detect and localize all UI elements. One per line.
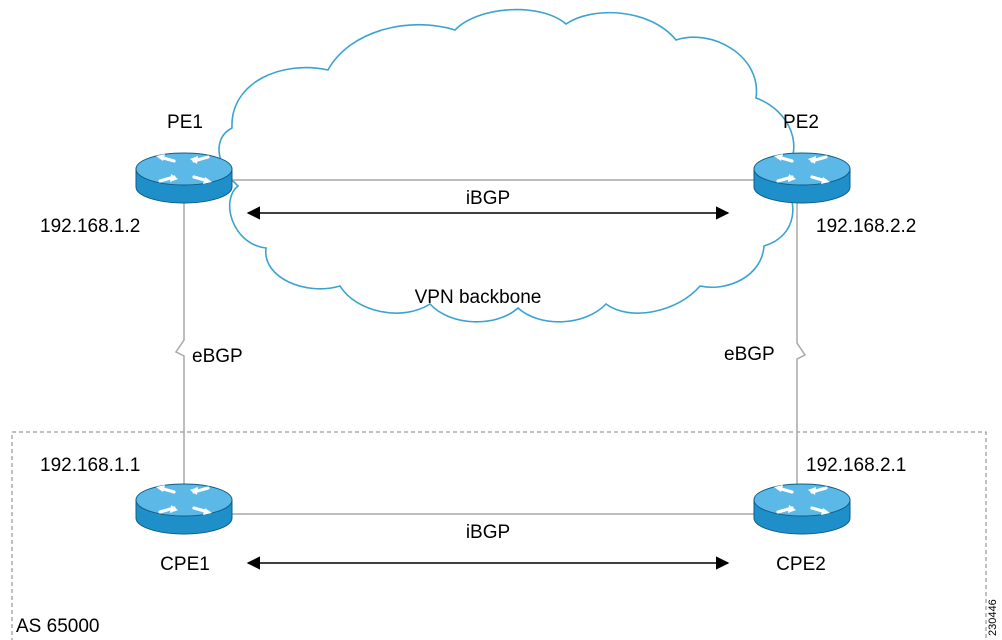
cpe2-name: CPE2	[776, 554, 826, 575]
cpe2-router-icon	[752, 482, 852, 536]
cpe1-name: CPE1	[160, 554, 210, 575]
figure-id: 230446	[987, 599, 999, 636]
cpe2-ip: 192.168.2.1	[806, 455, 906, 476]
vpn-backbone-cloud	[218, 8, 795, 323]
backbone-ibgp-label: iBGP	[466, 188, 510, 209]
as-label: AS 65000	[16, 616, 99, 637]
pe1-ip: 192.168.1.2	[40, 216, 140, 237]
vpn-backbone-label: VPN backbone	[415, 287, 542, 308]
as-boundary-box	[11, 431, 987, 640]
pe1-router-icon	[134, 151, 234, 205]
customer-ibgp-label: iBGP	[466, 522, 510, 543]
cpe1-router-icon	[134, 482, 234, 536]
cpe1-ip: 192.168.1.1	[40, 455, 140, 476]
pe2-router-icon	[752, 151, 852, 205]
pe1-name: PE1	[167, 112, 203, 133]
pe2-ip: 192.168.2.2	[816, 216, 916, 237]
left-ebgp-label: eBGP	[192, 346, 243, 367]
right-ebgp-label: eBGP	[724, 344, 775, 365]
pe1-cpe1-link	[174, 195, 185, 490]
pe2-cpe2-link	[796, 195, 807, 490]
pe2-name: PE2	[783, 112, 819, 133]
